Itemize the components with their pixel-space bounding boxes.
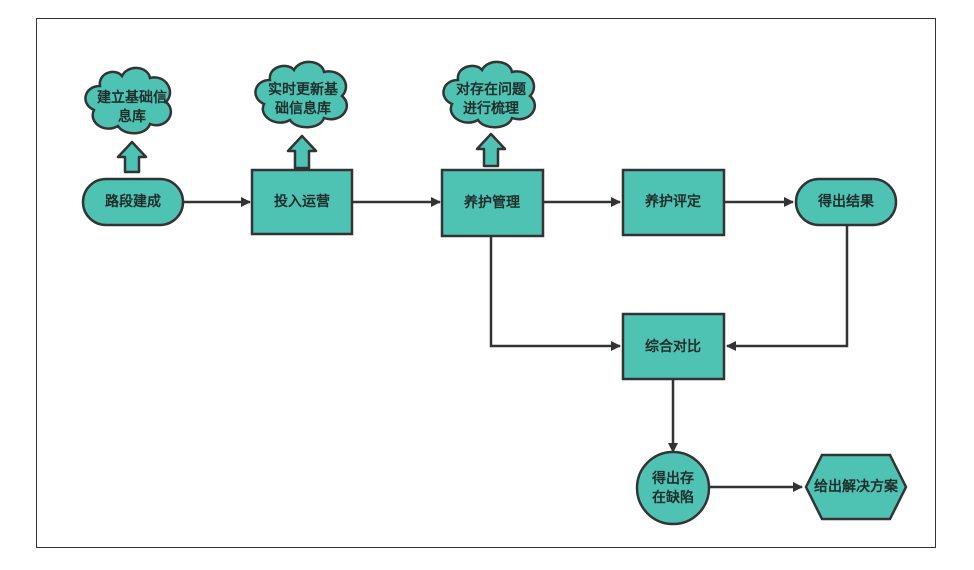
node-maintain-mgmt: 养护管理	[440, 168, 545, 238]
cloud-3-line-1: 对存在问题	[456, 81, 527, 98]
cloud-update-info-base: 实时更新基 础信息库	[254, 60, 349, 129]
node-road-build-label: 路段建成	[105, 193, 161, 210]
node-operation-label: 投入运营	[274, 193, 330, 210]
cloud-2-line-2: 础信息库	[275, 100, 331, 117]
node-compare: 综合对比	[621, 312, 726, 381]
arrow-mgmt-to-compare	[489, 236, 621, 351]
arrow-result-to-compare	[726, 226, 849, 351]
node-defect-line-2: 在缺陷	[652, 489, 694, 506]
connectors	[183, 197, 849, 492]
diagram-frame	[36, 18, 936, 548]
node-maintain-mgmt-label: 养护管理	[463, 194, 520, 211]
node-compare-label: 综合对比	[645, 338, 701, 355]
cloud-1-line-1: 建立基础信	[97, 89, 167, 106]
cloud-2-line-1: 实时更新基	[268, 81, 339, 98]
up-arrow-2	[286, 134, 318, 170]
node-maintain-eval: 养护评定	[621, 168, 726, 237]
node-operation: 投入运营	[250, 168, 354, 236]
up-arrows	[116, 132, 507, 174]
node-road-build: 路段建成	[81, 177, 185, 227]
node-defect: 得出存 在缺陷	[635, 450, 711, 526]
node-result-label: 得出结果	[817, 193, 875, 210]
up-arrow-3	[475, 132, 507, 168]
node-solution: 给出解决方案	[804, 453, 908, 521]
cloud-1-line-2: 息库	[118, 108, 146, 125]
node-result: 得出结果	[794, 177, 898, 227]
cloud-sort-issues: 对存在问题 进行梳理	[442, 60, 537, 129]
node-solution-label: 给出解决方案	[814, 478, 899, 495]
cloud-3-line-2: 进行梳理	[463, 100, 519, 117]
node-maintain-eval-label: 养护评定	[644, 193, 701, 210]
cloud-build-info-base: 建立基础信 息库	[84, 66, 173, 135]
up-arrow-1	[116, 140, 148, 174]
node-defect-line-1: 得出存	[651, 470, 694, 487]
